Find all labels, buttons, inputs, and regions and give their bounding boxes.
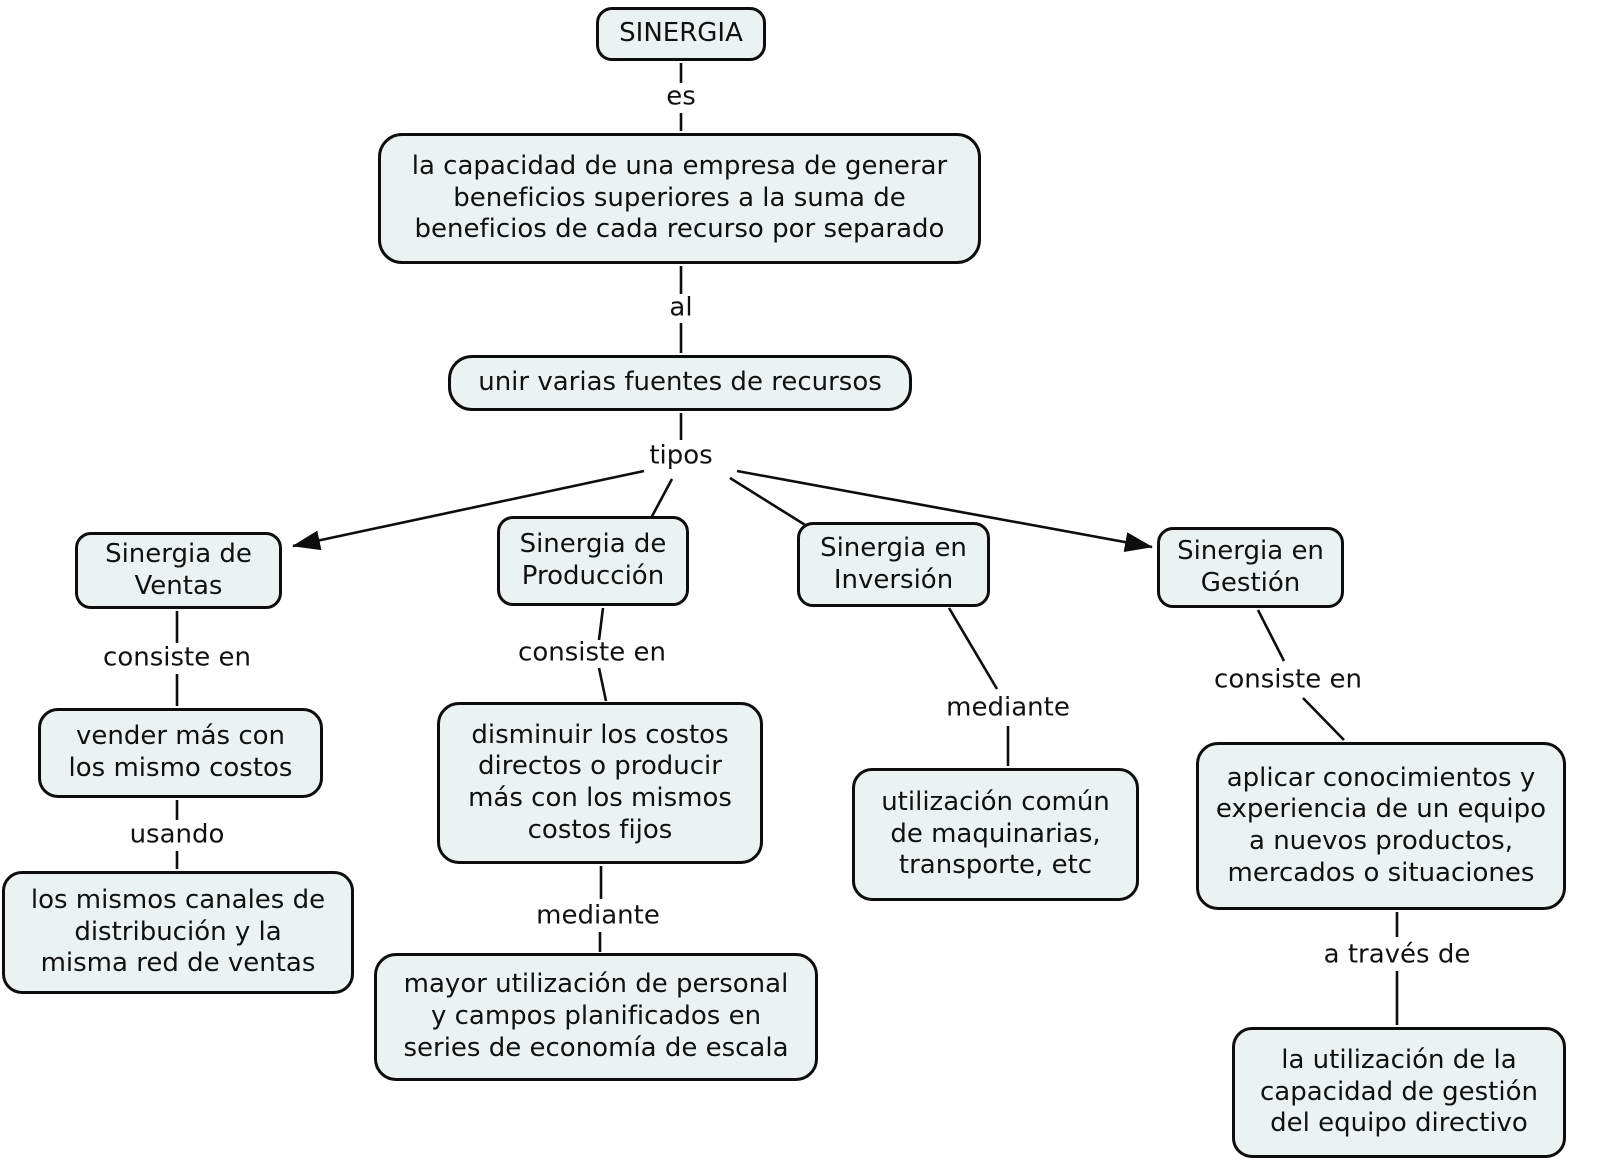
- link-phrase-tipos[interactable]: tipos: [649, 440, 713, 471]
- edge-20: [1302, 697, 1345, 741]
- edge-13: [597, 607, 605, 641]
- node-utilizacion-comun[interactable]: utilización común de maquinarias, transp…: [852, 768, 1139, 901]
- node-disminuir-costos[interactable]: disminuir los costos directos o producir…: [437, 702, 763, 864]
- edge-5-arrow: [292, 469, 645, 551]
- edge-6: [648, 478, 674, 521]
- node-unir-fuentes[interactable]: unir varias fuentes de recursos: [448, 355, 912, 411]
- node-aplicar-conocimientos[interactable]: aplicar conocimientos y experiencia de u…: [1196, 742, 1566, 910]
- edge-17: [947, 607, 999, 690]
- link-phrase-es[interactable]: es: [666, 81, 696, 112]
- link-phrase-consiste-en-gestion[interactable]: consiste en: [1214, 664, 1362, 695]
- node-definicion[interactable]: la capacidad de una empresa de generar b…: [378, 133, 981, 264]
- link-phrase-a-traves-de[interactable]: a través de: [1323, 939, 1471, 970]
- node-mayor-utilizacion[interactable]: mayor utilización de personal y campos p…: [374, 953, 818, 1081]
- link-phrase-mediante-produccion[interactable]: mediante: [536, 900, 660, 931]
- node-vender-mas[interactable]: vender más con los mismo costos: [38, 708, 323, 798]
- edge-8-arrow: [736, 469, 1153, 552]
- node-utilizacion-capacidad[interactable]: la utilización de la capacidad de gestió…: [1232, 1027, 1566, 1158]
- node-sinergia[interactable]: SINERGIA: [596, 7, 766, 61]
- link-phrase-al[interactable]: al: [669, 292, 693, 323]
- link-phrase-mediante-inversion[interactable]: mediante: [946, 692, 1070, 723]
- link-phrase-consiste-en-ventas[interactable]: consiste en: [103, 642, 251, 673]
- node-mismos-canales[interactable]: los mismos canales de distribución y la …: [2, 871, 354, 994]
- link-phrase-consiste-en-produccion[interactable]: consiste en: [518, 637, 666, 668]
- edge-14: [597, 667, 608, 702]
- node-sinergia-inversion[interactable]: Sinergia en Inversión: [797, 522, 990, 607]
- node-sinergia-gestion[interactable]: Sinergia en Gestión: [1157, 527, 1344, 608]
- edge-19: [1256, 609, 1286, 662]
- node-sinergia-ventas[interactable]: Sinergia de Ventas: [75, 532, 282, 609]
- link-phrase-usando[interactable]: usando: [129, 819, 225, 850]
- edge-7: [729, 476, 811, 530]
- node-sinergia-produccion[interactable]: Sinergia de Producción: [497, 516, 689, 606]
